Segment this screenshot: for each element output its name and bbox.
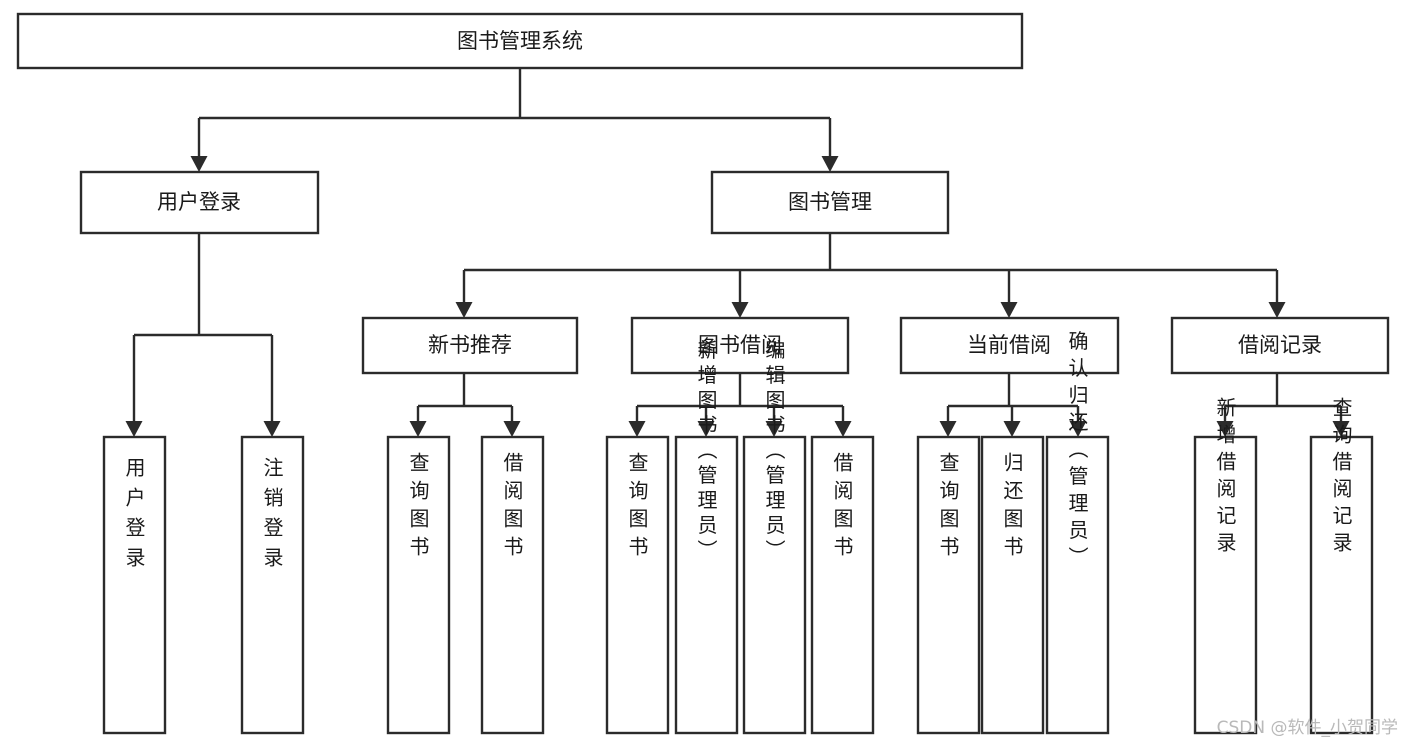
node-leaf-edit-book-label: 编辑图书（管理员） (762, 339, 786, 564)
node-leaf-query-book-2-box[interactable] (605, 435, 670, 735)
node-leaf-add-record-box[interactable] (1193, 435, 1258, 735)
node-book-manage[interactable]: 图书管理 (710, 170, 950, 235)
node-leaf-query-book-3-box[interactable] (916, 435, 981, 735)
node-leaf-add-book-label: 新增图书（管理员） (694, 339, 718, 564)
arrow-leaf-query-book-3 (939, 421, 957, 437)
node-leaf-query-record-box[interactable] (1309, 435, 1374, 735)
node-new-book-recommend-label: 新书推荐 (428, 333, 512, 357)
node-leaf-query-book-1[interactable]: 查询图书 (386, 435, 451, 735)
csdn-watermark: CSDN @软件_小贺同学 (1217, 718, 1398, 738)
node-current-borrow-label: 当前借阅 (967, 333, 1051, 357)
node-leaf-query-book-3[interactable]: 查询图书 (916, 435, 981, 735)
node-leaf-user-login[interactable]: 用户登录 (102, 435, 167, 735)
node-borrow-record-box[interactable] (1170, 316, 1390, 375)
node-leaf-logout-label: 注销登录 (260, 457, 284, 577)
node-borrow-record-label: 借阅记录 (1238, 333, 1322, 357)
node-leaf-query-book-2-label: 查询图书 (625, 452, 649, 564)
node-leaf-add-record-label: 新增借阅记录 (1213, 397, 1237, 559)
node-leaf-query-book-3-label: 查询图书 (936, 452, 960, 564)
node-leaf-add-book-box[interactable] (674, 435, 739, 735)
arrow-new-book (455, 302, 473, 318)
node-leaf-query-book-1-label: 查询图书 (406, 452, 430, 564)
node-root[interactable]: 图书管理系统 (16, 12, 1024, 70)
node-leaf-query-book-1-box[interactable] (386, 435, 451, 735)
node-leaf-borrow-book-1-box[interactable] (480, 435, 545, 735)
node-leaf-edit-book[interactable]: 编辑图书（管理员） (742, 339, 807, 735)
node-current-borrow[interactable]: 当前借阅 (899, 316, 1120, 375)
node-book-manage-box[interactable] (710, 170, 950, 235)
arrow-user-login (190, 156, 208, 172)
node-leaf-user-login-label: 用户登录 (122, 457, 146, 577)
node-book-borrow[interactable]: 图书借阅 (630, 316, 850, 375)
arrow-book-borrow (731, 302, 749, 318)
node-new-book-recommend-box[interactable] (361, 316, 579, 375)
node-current-borrow-box[interactable] (899, 316, 1120, 375)
node-leaf-query-book-2[interactable]: 查询图书 (605, 435, 670, 735)
node-new-book-recommend[interactable]: 新书推荐 (361, 316, 579, 375)
node-book-borrow-label: 图书借阅 (698, 333, 782, 357)
node-leaf-logout[interactable]: 注销登录 (240, 435, 305, 735)
node-leaf-confirm-return-box[interactable] (1045, 435, 1110, 735)
node-leaf-confirm-return[interactable]: 确认归还（管理员） (1045, 330, 1110, 735)
node-user-login-box[interactable] (79, 170, 320, 235)
node-user-login-label: 用户登录 (157, 190, 241, 214)
node-book-manage-label: 图书管理 (788, 190, 872, 214)
node-leaf-edit-book-box[interactable] (742, 435, 807, 735)
node-leaf-add-record[interactable]: 新增借阅记录 (1193, 397, 1258, 735)
node-leaf-borrow-book-1[interactable]: 借阅图书 (480, 435, 545, 735)
node-leaf-borrow-book-2-box[interactable] (810, 435, 875, 735)
arrow-leaf-query-book-1 (409, 421, 427, 437)
node-leaf-query-record[interactable]: 查询借阅记录 (1309, 397, 1374, 735)
arrow-leaf-user-login (125, 421, 143, 437)
node-leaf-user-login-box[interactable] (102, 435, 167, 735)
arrow-leaf-borrow-book-1 (503, 421, 521, 437)
node-user-login[interactable]: 用户登录 (79, 170, 320, 235)
arrow-current-borrow (1000, 302, 1018, 318)
connector-layer (125, 68, 1350, 437)
node-root-label: 图书管理系统 (457, 29, 583, 53)
node-leaf-return-book-label: 归还图书 (1000, 452, 1024, 564)
node-leaf-borrow-book-2[interactable]: 借阅图书 (810, 435, 875, 735)
arrow-leaf-return-book (1003, 421, 1021, 437)
node-leaf-return-book-box[interactable] (980, 435, 1045, 735)
node-leaf-query-record-label: 查询借阅记录 (1329, 397, 1353, 559)
node-leaf-borrow-book-2-label: 借阅图书 (830, 452, 854, 564)
node-leaf-add-book[interactable]: 新增图书（管理员） (674, 339, 739, 735)
node-leaf-borrow-book-1-label: 借阅图书 (500, 452, 524, 564)
arrow-leaf-query-book-2 (628, 421, 646, 437)
arrow-leaf-borrow-book-2 (834, 421, 852, 437)
node-leaf-logout-box[interactable] (240, 435, 305, 735)
node-borrow-record[interactable]: 借阅记录 (1170, 316, 1390, 375)
node-root-box[interactable] (16, 12, 1024, 70)
node-book-borrow-box[interactable] (630, 316, 850, 375)
node-leaf-return-book[interactable]: 归还图书 (980, 435, 1045, 735)
arrow-leaf-logout (263, 421, 281, 437)
node-leaf-confirm-return-label: 确认归还（管理员） (1065, 330, 1089, 573)
arrow-borrow-record (1268, 302, 1286, 318)
arrow-book-manage (821, 156, 839, 172)
